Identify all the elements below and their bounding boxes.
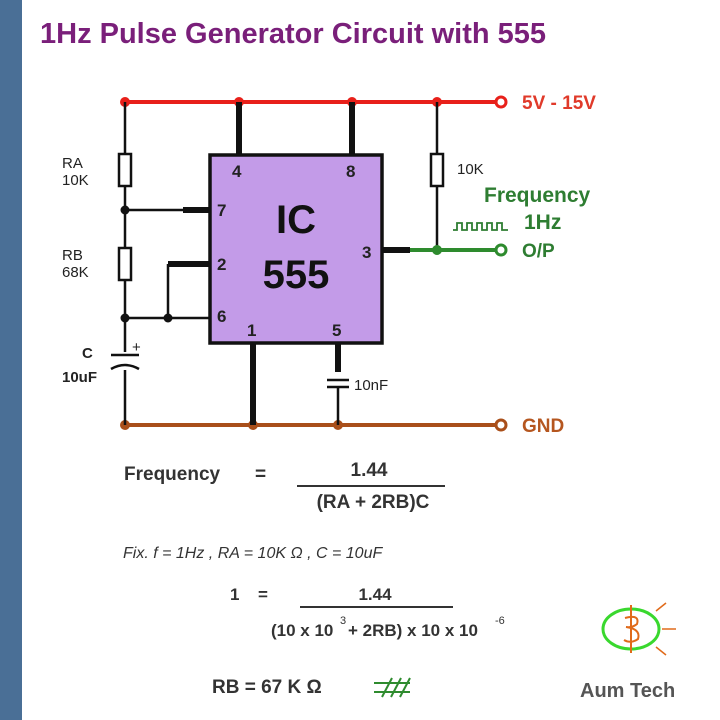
ic-label-line2: 555 xyxy=(263,253,330,297)
ic-label-line1: IC xyxy=(276,198,316,242)
capacitor-c xyxy=(110,353,140,371)
given-values: Fix. f = 1Hz , RA = 10K Ω , C = 10uF xyxy=(123,545,383,562)
rb-name: RB xyxy=(62,247,83,264)
ra-value: 10K xyxy=(62,172,89,189)
cap5-value: 10nF xyxy=(354,377,388,394)
rb-value: 68K xyxy=(62,264,89,281)
aum-tech-logo-icon xyxy=(601,602,676,656)
formula2-denominator-part2: + 2RB) x 10 x 10 xyxy=(348,621,478,640)
brand-name: Aum Tech xyxy=(580,680,676,702)
supply-rail xyxy=(120,95,508,109)
pin-7-label: 7 xyxy=(217,201,226,220)
pin-4-label: 4 xyxy=(232,162,242,181)
pin-3-label: 3 xyxy=(362,243,371,262)
left-accent-bar xyxy=(0,0,22,720)
ic-555-body xyxy=(208,153,384,345)
c-polarity: + xyxy=(132,339,141,356)
junction-dots xyxy=(120,205,173,323)
resistor-ra xyxy=(117,152,133,188)
timing-network-wires xyxy=(123,102,210,425)
resistor-pullup xyxy=(429,152,445,188)
formula2-equals: = xyxy=(258,585,268,604)
formula2-lhs: 1 xyxy=(230,585,239,604)
capacitor-control xyxy=(327,378,349,425)
formula2-exponent2: -6 xyxy=(495,615,505,627)
pin-1-label: 1 xyxy=(247,321,256,340)
frequency-value: 1Hz xyxy=(524,211,561,234)
ground-rail xyxy=(120,418,508,432)
approx-mark-icon xyxy=(374,677,411,698)
formula-equals: = xyxy=(255,464,266,485)
frequency-heading: Frequency xyxy=(484,184,591,207)
pullup-value: 10K xyxy=(457,161,484,178)
result: RB = 67 K Ω xyxy=(212,677,322,698)
pin-6-label: 6 xyxy=(217,307,226,326)
formula-denominator: (RA + 2RB)C xyxy=(317,492,430,513)
formula2-numerator: 1.44 xyxy=(358,585,392,604)
ground-label: GND xyxy=(522,416,564,437)
pin-5-label: 5 xyxy=(332,321,341,340)
formula-numerator: 1.44 xyxy=(351,460,388,481)
output-line xyxy=(410,243,508,257)
c-value: 10uF xyxy=(62,369,97,386)
formula-lhs: Frequency xyxy=(124,464,221,485)
supply-label: 5V - 15V xyxy=(522,93,596,114)
pin-8-label: 8 xyxy=(346,162,355,181)
square-wave-icon xyxy=(453,222,508,231)
ra-name: RA xyxy=(62,155,83,172)
output-label: O/P xyxy=(522,241,555,262)
formula2-exponent1: 3 xyxy=(340,615,346,627)
page-title: 1Hz Pulse Generator Circuit with 555 xyxy=(40,18,547,50)
pin-leads xyxy=(168,102,410,425)
resistor-rb xyxy=(117,246,133,282)
c-name: C xyxy=(82,345,93,362)
pin-2-label: 2 xyxy=(217,255,226,274)
formula2-denominator-part1: (10 x 10 xyxy=(271,621,333,640)
